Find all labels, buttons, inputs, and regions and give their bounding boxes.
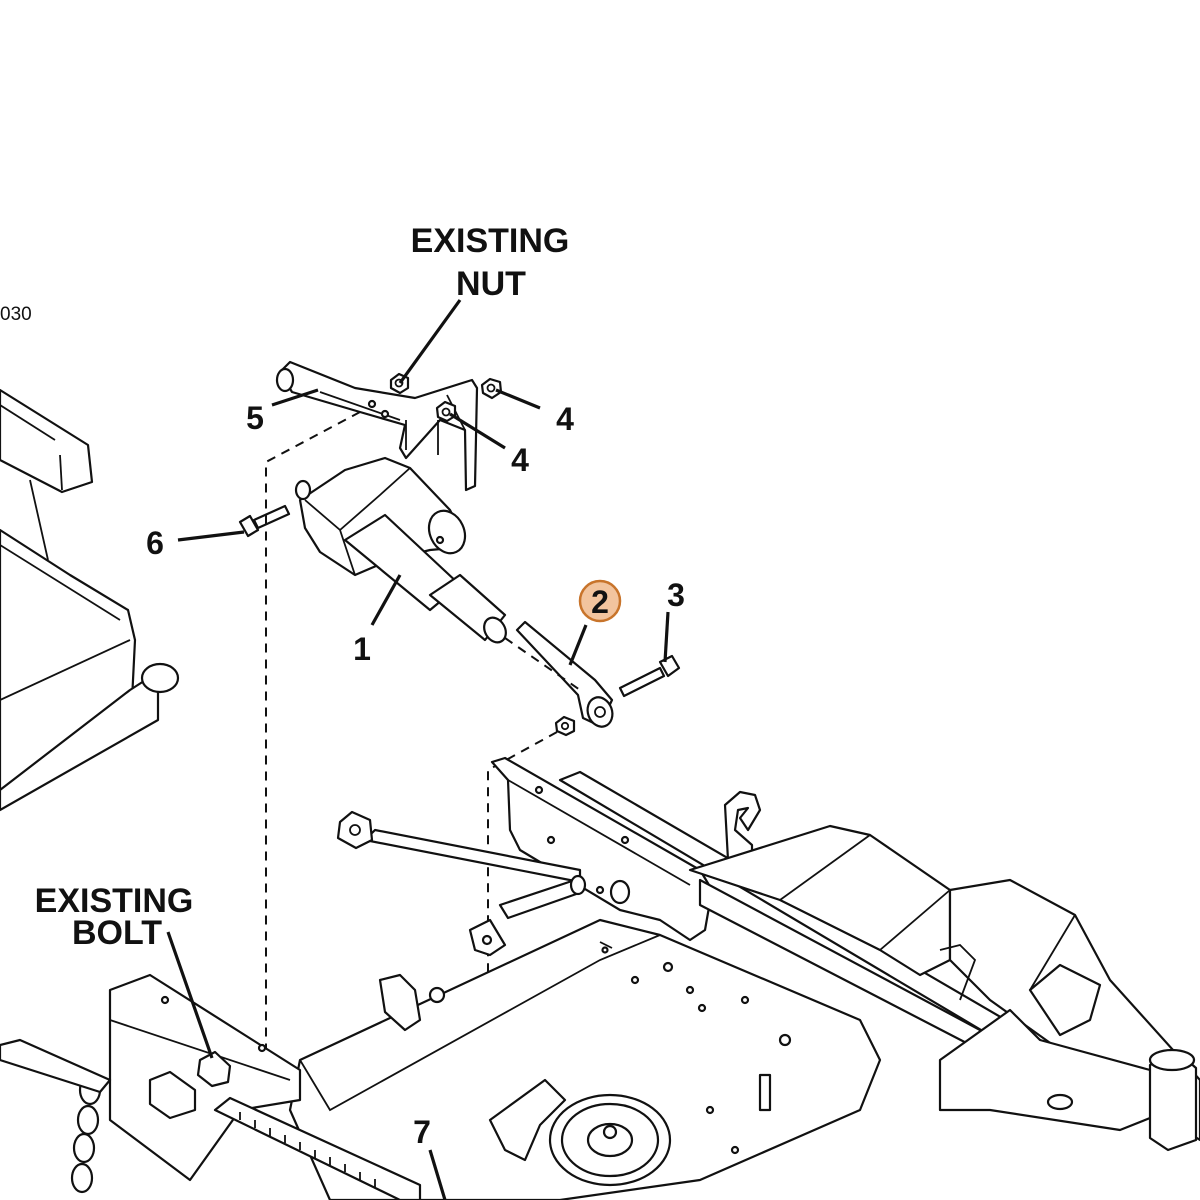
callout-6: 6	[146, 525, 164, 561]
deck-arm	[938, 1008, 1198, 1152]
existing-bolt-label-line1: EXISTING	[35, 882, 194, 920]
pulley	[488, 1078, 672, 1187]
chain	[0, 1038, 112, 1194]
clevis-nut	[554, 715, 576, 737]
spring	[213, 1096, 422, 1200]
lock-nut-4b	[435, 400, 457, 423]
callout-5: 5	[246, 400, 264, 436]
lift-arm-bracket	[490, 756, 714, 942]
existing-nut-label-line2: NUT	[456, 265, 526, 303]
callout-4a: 4	[556, 401, 574, 437]
callout-4b: 4	[511, 442, 529, 478]
figure-code: 030	[0, 304, 32, 325]
shoulder-bolt	[238, 504, 291, 538]
front-bracket	[108, 973, 446, 1182]
callout-2-highlight[interactable]	[578, 579, 622, 623]
leader-lines	[166, 299, 670, 1200]
chassis-plate	[288, 918, 882, 1200]
lock-nut-4a	[480, 377, 503, 400]
clevis	[515, 620, 614, 728]
actuator	[294, 456, 507, 644]
callout-3: 3	[667, 577, 685, 613]
callout-2[interactable]: 2	[591, 584, 609, 620]
existing-bolt-label-line2: BOLT	[72, 914, 162, 952]
callout-1: 1	[353, 631, 371, 667]
assembly-lines	[265, 411, 581, 1200]
seat	[0, 388, 180, 812]
clevis-bolt	[618, 654, 681, 698]
existing-nut-label-line1: EXISTING	[411, 222, 570, 260]
adjustment-rod	[336, 810, 587, 957]
callout-7: 7	[413, 1114, 431, 1150]
